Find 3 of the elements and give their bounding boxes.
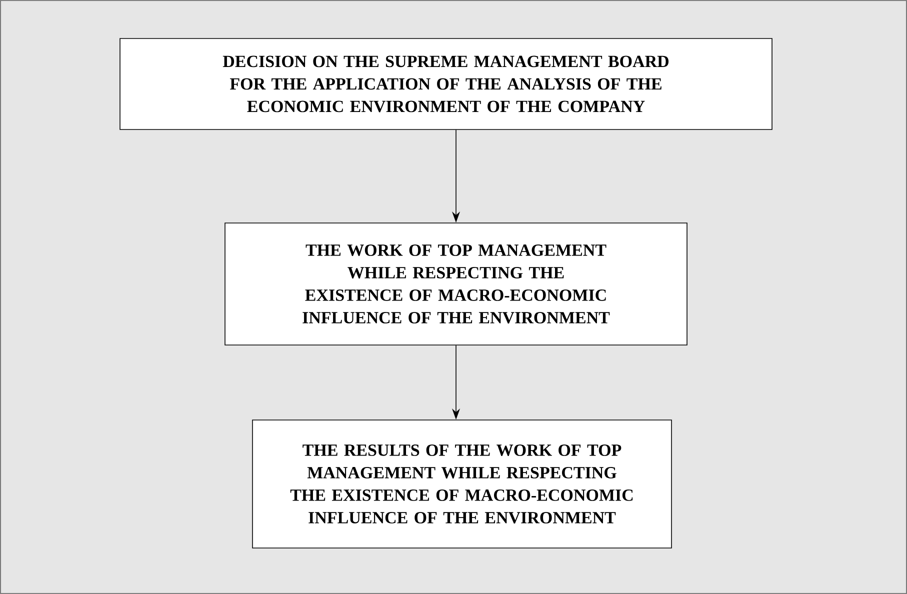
process-box: DECISION ON THE SUPREME MANAGEMENT BOARD FOR THE APPLICATION OF THE ANALYSIS OF THE ECONOMIC ENVIRONMENT OF THE COMPANY [120,38,772,130]
process-box: THE RESULTS OF THE WORK OF TOP MANAGEMENT WHILE RESPECTING THE EXISTENCE OF MACRO-ECONOMIC INFLUENCE OF THE ENVIRONMENT [252,420,672,548]
process-box: THE WORK OF TOP MANAGEMENT WHILE RESPECTING THE EXISTENCE OF MACRO-ECONOMIC INFLUENCE OF THE ENVIRONMENT [224,222,688,346]
